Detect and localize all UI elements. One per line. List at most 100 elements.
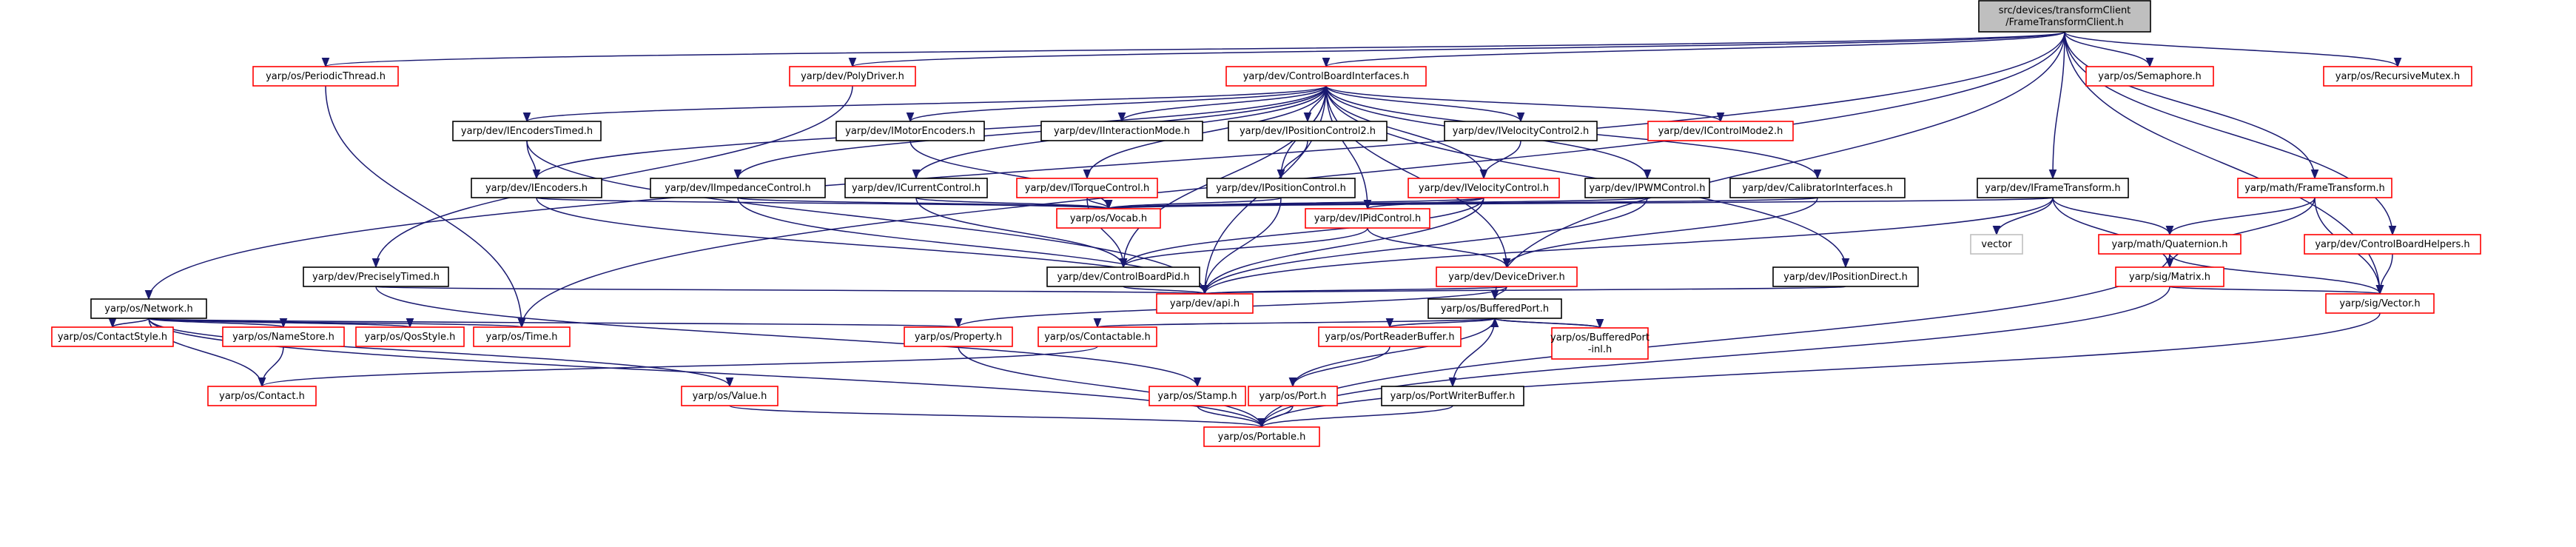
node-semaphore[interactable]: yarp/os/Semaphore.h: [2085, 66, 2214, 87]
edge-cbi-to-iposdirect: [1325, 85, 1850, 269]
node-box: [1647, 121, 1794, 141]
node-contact-style[interactable]: yarp/os/ContactStyle.h: [51, 326, 174, 347]
node-box: [1228, 121, 1388, 141]
edge-cbi-to-device_driver: [1325, 85, 1511, 269]
node-box: [2085, 66, 2214, 87]
node-box: [1318, 326, 1462, 347]
node-vector-ext[interactable]: vector: [1970, 234, 2023, 255]
node-label: yarp/os/Port.h: [1260, 391, 1327, 402]
node-box: [1203, 426, 1320, 447]
edge-root-to-buffered_port: [1490, 31, 2065, 301]
edge-value-to-portable: [729, 405, 1265, 429]
edge-itorque-to-cbpid: [1086, 197, 1128, 269]
node-iframe[interactable]: yarp/dev/IFrameTransform.h: [1977, 178, 2129, 198]
node-box: [2115, 266, 2224, 287]
node-box: [1038, 326, 1157, 347]
node-qos-style[interactable]: yarp/os/QosStyle.h: [355, 326, 465, 347]
node-label: yarp/dev/DeviceDriver.h: [1448, 272, 1565, 283]
node-icontrolmode2[interactable]: yarp/dev/IControlMode2.h: [1647, 121, 1794, 141]
node-iposdirect[interactable]: yarp/dev/IPositionDirect.h: [1772, 266, 1919, 287]
node-box: [1305, 208, 1430, 229]
edge-root-to-cbhelpers: [2064, 31, 2397, 236]
node-network[interactable]: yarp/os/Network.h: [90, 298, 207, 319]
node-label: yarp/os/NameStore.h: [232, 332, 334, 343]
node-sigvector[interactable]: yarp/sig/Vector.h: [2325, 293, 2435, 314]
node-time[interactable]: yarp/os/Time.h: [473, 326, 571, 347]
node-cbpid[interactable]: yarp/dev/ControlBoardPid.h: [1046, 266, 1200, 287]
node-property[interactable]: yarp/os/Property.h: [904, 326, 1013, 347]
node-matrix[interactable]: yarp/sig/Matrix.h: [2115, 266, 2224, 287]
node-label: yarp/dev/ControlBoardInterfaces.h: [1243, 71, 1410, 82]
node-label: yarp/dev/IEncodersTimed.h: [461, 126, 593, 137]
edge-iframe-to-api: [1200, 197, 2054, 295]
node-label: yarp/dev/IPWMControl.h: [1589, 183, 1705, 194]
node-periodic-thread[interactable]: yarp/os/PeriodicThread.h: [252, 66, 399, 87]
nodes-layer: src/devices/transformClient/FrameTransfo…: [51, 0, 2481, 447]
node-math-frame[interactable]: yarp/math/FrameTransform.h: [2237, 178, 2392, 198]
edge-root-to-recursive_mutex: [2064, 31, 2402, 68]
node-contactable[interactable]: yarp/os/Contactable.h: [1038, 326, 1157, 347]
node-label: yarp/dev/IVelocityControl.h: [1419, 183, 1549, 194]
node-label: /FrameTransformClient.h: [2005, 17, 2124, 28]
node-root[interactable]: src/devices/transformClient/FrameTransfo…: [1978, 0, 2151, 33]
node-name-store[interactable]: yarp/os/NameStore.h: [222, 326, 345, 347]
node-box: [1977, 178, 2129, 198]
node-icurrent[interactable]: yarp/dev/ICurrentControl.h: [844, 178, 988, 198]
node-ivel2[interactable]: yarp/dev/IVelocityControl2.h: [1444, 121, 1598, 141]
node-buffered-port[interactable]: yarp/os/BufferedPort.h: [1427, 298, 1562, 319]
edge-contactable-to-contact: [258, 346, 1098, 388]
node-precisely-timed[interactable]: yarp/dev/PreciselyTimed.h: [303, 266, 449, 287]
node-quaternion[interactable]: yarp/math/Quaternion.h: [2098, 234, 2242, 255]
node-portable[interactable]: yarp/os/Portable.h: [1203, 426, 1320, 447]
edge-network-to-value: [148, 318, 734, 388]
edge-root-to-network: [144, 31, 2065, 301]
node-poly-driver[interactable]: yarp/dev/PolyDriver.h: [789, 66, 916, 87]
node-api[interactable]: yarp/dev/api.h: [1156, 293, 1254, 314]
node-port[interactable]: yarp/os/Port.h: [1248, 386, 1338, 406]
node-cbhelpers[interactable]: yarp/dev/ControlBoardHelpers.h: [2304, 234, 2481, 255]
node-contact[interactable]: yarp/os/Contact.h: [207, 386, 317, 406]
edge-cbhelpers-to-sigvector: [2375, 253, 2393, 295]
node-ienc-timed[interactable]: yarp/dev/IEncodersTimed.h: [452, 121, 602, 141]
node-label: yarp/os/Contactable.h: [1044, 332, 1151, 343]
edge-stamp-to-portable: [1197, 405, 1266, 429]
node-stamp[interactable]: yarp/os/Stamp.h: [1149, 386, 1246, 406]
node-ipwm[interactable]: yarp/dev/IPWMControl.h: [1584, 178, 1710, 198]
node-calib[interactable]: yarp/dev/CalibratorInterfaces.h: [1729, 178, 1906, 198]
edge-buffered_port_inl-to-buffered_port: [1490, 317, 1601, 329]
node-vocab[interactable]: yarp/os/Vocab.h: [1056, 208, 1161, 229]
edge-cbi-to-imotor_enc: [906, 85, 1327, 123]
node-itorque[interactable]: yarp/dev/ITorqueControl.h: [1016, 178, 1158, 198]
node-box: [835, 121, 985, 141]
node-port-writer-buffer[interactable]: yarp/os/PortWriterBuffer.h: [1381, 386, 1524, 406]
node-box: [1056, 208, 1161, 229]
node-label: yarp/os/Stamp.h: [1157, 391, 1237, 402]
node-box: [473, 326, 571, 347]
node-label: yarp/dev/ControlBoardHelpers.h: [2315, 239, 2469, 250]
node-buffered-port-inl[interactable]: yarp/os/BufferedPort-inl.h: [1550, 327, 1649, 360]
node-iinteraction[interactable]: yarp/dev/IInteractionMode.h: [1040, 121, 1203, 141]
node-label: yarp/os/Property.h: [915, 332, 1002, 343]
node-value[interactable]: yarp/os/Value.h: [681, 386, 778, 406]
edge-cbi-to-ienc_timed: [523, 85, 1327, 123]
edge-cbi-to-ivel: [1325, 85, 1488, 180]
node-port-reader-buffer[interactable]: yarp/os/PortReaderBuffer.h: [1318, 326, 1462, 347]
node-ienc[interactable]: yarp/dev/IEncoders.h: [471, 178, 602, 198]
node-cbi[interactable]: yarp/dev/ControlBoardInterfaces.h: [1225, 66, 1427, 87]
node-ivel[interactable]: yarp/dev/IVelocityControl.h: [1408, 178, 1560, 198]
node-recursive-mutex[interactable]: yarp/os/RecursiveMutex.h: [2323, 66, 2472, 87]
node-ipid[interactable]: yarp/dev/IPidControl.h: [1305, 208, 1430, 229]
node-label: yarp/math/Quaternion.h: [2111, 239, 2227, 250]
edge-ipid-to-cbpid: [1119, 227, 1368, 269]
node-ipos2[interactable]: yarp/dev/IPositionControl2.h: [1228, 121, 1388, 141]
node-imotor-enc[interactable]: yarp/dev/IMotorEncoders.h: [835, 121, 985, 141]
node-ipos[interactable]: yarp/dev/IPositionControl.h: [1206, 178, 1356, 198]
node-label: src/devices/transformClient: [1999, 5, 2131, 16]
node-label: yarp/os/Value.h: [693, 391, 767, 402]
node-device-driver[interactable]: yarp/dev/DeviceDriver.h: [1436, 266, 1578, 287]
edge-cbi-to-icontrolmode2: [1325, 85, 1725, 123]
node-label: yarp/dev/IPidControl.h: [1314, 213, 1422, 224]
edge-ipos-to-vocab: [1104, 197, 1282, 210]
node-iimpedance[interactable]: yarp/dev/IImpedanceControl.h: [650, 178, 826, 198]
